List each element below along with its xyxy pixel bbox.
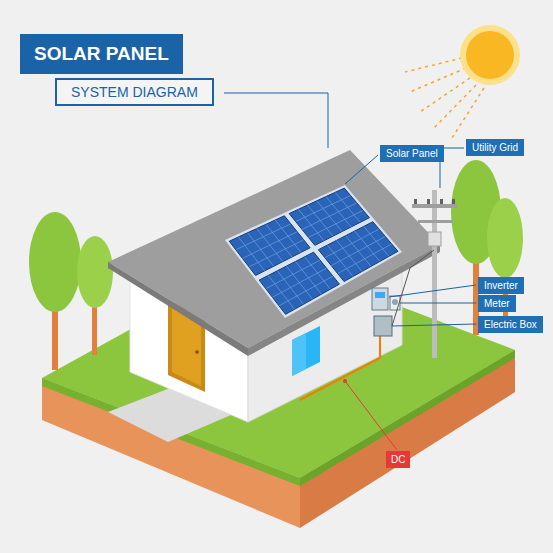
roof-edge <box>108 262 248 356</box>
sun <box>466 31 514 79</box>
label-text: Inverter <box>484 280 518 291</box>
panel-cell-line <box>325 229 379 258</box>
label-text: Solar Panel <box>386 148 438 159</box>
leader-lines <box>224 93 476 450</box>
callout-label: Electric Box <box>478 316 543 333</box>
label-text: Utility Grid <box>472 142 518 153</box>
panel-cell-line <box>279 276 333 306</box>
inverter-screen <box>375 292 385 298</box>
panel-cell-line <box>338 244 392 274</box>
tree <box>487 198 523 278</box>
tree <box>29 212 81 312</box>
pole-crossarm <box>412 204 457 208</box>
transformer <box>428 232 441 246</box>
window <box>292 326 320 376</box>
panel-cell-line <box>302 203 357 230</box>
roof <box>108 150 440 348</box>
solar-panel <box>225 185 402 318</box>
panel-cell-line <box>272 268 326 297</box>
panel-cell-line <box>296 196 351 222</box>
panel-cell-line <box>236 224 291 250</box>
door-knob <box>195 350 199 354</box>
utility-pole <box>432 190 437 358</box>
pole-crossarm <box>418 220 453 223</box>
tree <box>77 236 113 308</box>
callout-label: DC <box>386 451 410 468</box>
panel-cell-line <box>331 237 385 266</box>
electric-box <box>374 316 392 336</box>
panel-cell-line <box>266 260 320 289</box>
callout-label: Utility Grid <box>466 139 524 156</box>
label-text: Electric Box <box>484 319 537 330</box>
window-glass <box>292 333 306 376</box>
label-text: Meter <box>484 298 510 309</box>
service-wire <box>392 250 434 326</box>
insulators <box>414 199 455 204</box>
title: SOLAR PANEL <box>20 34 183 74</box>
subtitle-box: SYSTEM DIAGRAM <box>55 78 214 106</box>
panel-cell-line <box>242 232 297 259</box>
sun-glow <box>460 25 520 85</box>
callout-label: Inverter <box>478 277 524 294</box>
dc-wire <box>300 318 380 400</box>
lawn <box>42 255 515 478</box>
panel-frame <box>225 185 402 318</box>
panel-module <box>318 222 398 282</box>
inverter-box <box>372 288 388 310</box>
meter-dial <box>392 299 398 305</box>
label-text: SYSTEM DIAGRAM <box>71 84 198 100</box>
leader-dot <box>343 379 347 383</box>
callout-label: Solar Panel <box>380 145 444 162</box>
label-text: DC <box>391 454 405 465</box>
meter-box <box>390 296 400 310</box>
callout-label: Meter <box>478 295 516 312</box>
